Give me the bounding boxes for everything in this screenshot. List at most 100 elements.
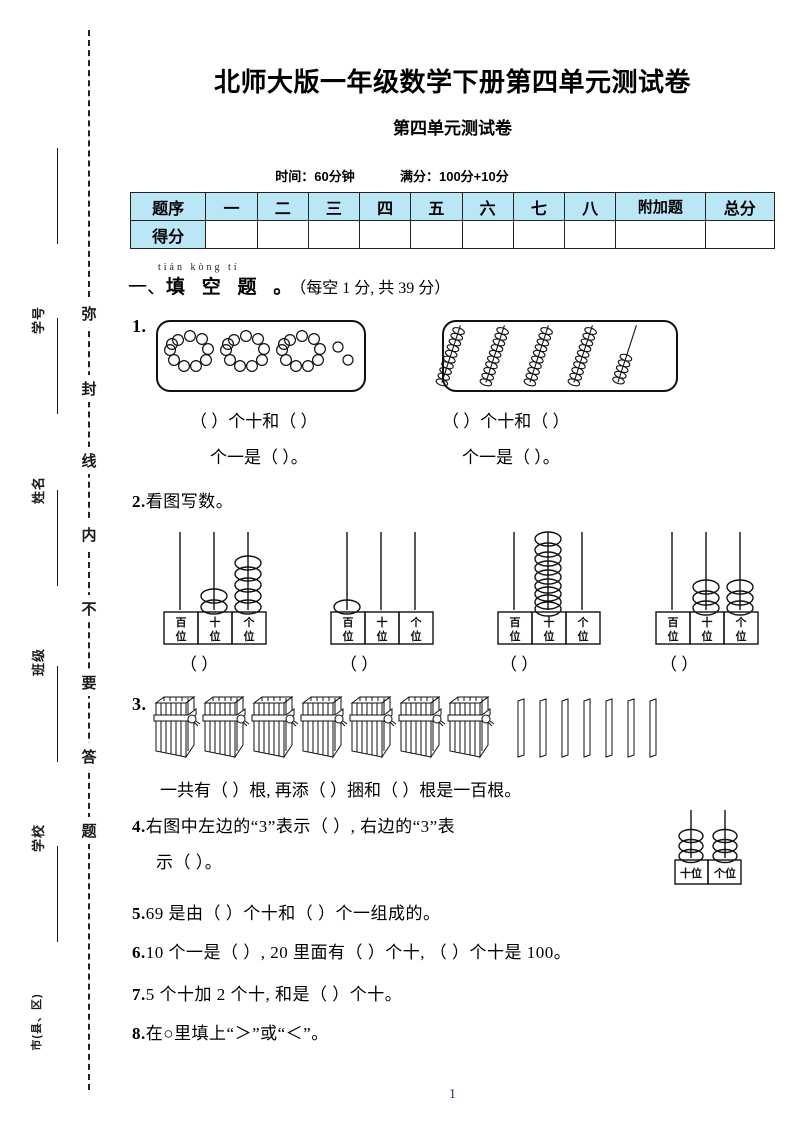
score-col-3: 三	[307, 192, 361, 221]
question-4-number: 4.	[132, 817, 146, 836]
svg-text:百: 百	[668, 616, 679, 629]
question-4-line2[interactable]: 示（ ）。	[156, 853, 223, 872]
score-col-4: 四	[359, 192, 412, 221]
question-2-blank-4[interactable]: （ ）	[660, 655, 699, 674]
worksheet-body: 北师大版一年级数学下册第四单元测试卷 第四单元测试卷 时间：60分钟 满分：10…	[112, 0, 793, 1121]
abacus-3: 百位 十位 个位	[494, 528, 604, 646]
svg-text:位: 位	[244, 629, 255, 643]
score-table-header-row: 题序 一 二 三 四 五 六 七 八 附加题 总分	[129, 192, 776, 221]
sidebar-rule-5	[57, 846, 58, 942]
score-col-7: 七	[512, 192, 565, 221]
svg-text:位: 位	[668, 629, 679, 643]
question-1-right-blank-line1[interactable]: （ ）个十和（ ）	[442, 412, 570, 431]
question-5[interactable]: 5.69 是由（ ）个十和（ ）个一组成的。	[132, 899, 441, 924]
score-table-row-header-points: 得分	[129, 220, 207, 249]
score-cell-1[interactable]	[205, 220, 258, 249]
page-number: 1	[449, 1087, 456, 1102]
seal-dashed-line	[88, 30, 90, 1090]
sidebar-label-class: 班级	[31, 648, 46, 677]
score-col-2: 二	[256, 192, 309, 221]
abacus-icon: 十位 个位	[674, 810, 742, 885]
score-col-6: 六	[461, 192, 514, 221]
svg-text:百: 百	[343, 616, 354, 629]
section-heading: 一、填 空 题 。（每空 1 分, 共 39 分）	[128, 272, 450, 299]
question-2-blank-3[interactable]: （ ）	[500, 655, 539, 674]
svg-text:位: 位	[510, 629, 521, 643]
score-cell-bonus[interactable]	[615, 220, 706, 249]
question-8-text-before: 在	[145, 1024, 164, 1043]
abacus-4: 百位 十位 个位	[652, 528, 762, 646]
seal-sidebar: 学号 姓名 班级 学校 市(县、区) 弥 封 线 内 不 要 答 题	[0, 0, 112, 1121]
circle-blank-icon[interactable]: ○	[163, 1024, 175, 1043]
seal-char-7: 答	[80, 743, 98, 770]
bead-rings-icon	[163, 330, 354, 372]
svg-text:位: 位	[377, 629, 388, 643]
question-1-number: 1.	[132, 316, 147, 336]
svg-text:十: 十	[377, 615, 388, 629]
sidebar-label-student-id: 学号	[31, 306, 46, 335]
abacus-1: 百位 十位 个位	[160, 528, 270, 646]
score-cell-3[interactable]	[307, 220, 361, 249]
question-2-number: 2.	[132, 492, 146, 511]
stick-bundles-icon	[153, 696, 657, 758]
score-table-row-header-index: 题序	[129, 192, 207, 221]
question-2-blank-1[interactable]: （ ）	[180, 655, 219, 674]
question-3-number: 3.	[132, 694, 147, 714]
score-col-bonus: 附加题	[615, 192, 706, 221]
section-index: 一、	[128, 277, 167, 298]
score-cell-4[interactable]	[359, 220, 412, 249]
seal-char-3: 线	[80, 447, 98, 474]
svg-text:个位: 个位	[713, 866, 736, 880]
section-points: （每空 1 分, 共 39 分）	[298, 280, 451, 297]
score-cell-6[interactable]	[461, 220, 514, 249]
question-2-blank-2[interactable]: （ ）	[340, 655, 379, 674]
question-1-left-figure	[156, 320, 366, 392]
abacus-icon: 百位 十位 个位	[163, 532, 267, 645]
seal-char-4: 内	[80, 521, 98, 548]
question-6[interactable]: 6.10 个一是（ ）, 20 里面有（ ）个十, （ ）个十是 100。	[132, 938, 571, 963]
sidebar-rule-4	[57, 666, 58, 762]
question-1-right-blank-line2[interactable]: 个一是（ ）。	[462, 448, 560, 467]
svg-text:个: 个	[577, 615, 590, 629]
sidebar-label-school: 学校	[31, 824, 46, 853]
score-cell-5[interactable]	[410, 220, 463, 249]
svg-text:位: 位	[411, 629, 422, 643]
question-1-left-blank-line2[interactable]: 个一是（ ）。	[210, 448, 308, 467]
question-8[interactable]: 8.在○里填上“＞”或“＜”。	[132, 1019, 329, 1044]
score-cell-total[interactable]	[704, 220, 776, 249]
sidebar-rule-2	[57, 318, 58, 414]
question-3-text[interactable]: 一共有（ ）根, 再添（ ）捆和（ ）根是一百根。	[160, 781, 522, 800]
exam-meta: 时间：60分钟 满分：100分+10分	[112, 166, 672, 185]
question-4-line1[interactable]: 4.右图中左边的“3”表示（ ）, 右边的“3”表	[132, 812, 455, 837]
abacus-2: 百位 十位 个位	[327, 528, 437, 646]
sidebar-rule-3	[57, 490, 58, 586]
question-5-number: 5.	[132, 904, 146, 923]
svg-text:个: 个	[735, 615, 748, 629]
svg-text:十: 十	[702, 615, 713, 629]
question-8-text-after: 里填上“＞”或“＜”。	[174, 1024, 329, 1043]
question-7[interactable]: 7.5 个十加 2 个十, 和是（ ）个十。	[132, 980, 402, 1005]
question-4-mini-abacus: 十位 个位	[669, 808, 749, 890]
sidebar-label-city: 市(县、区)	[31, 993, 43, 1051]
score-cell-7[interactable]	[512, 220, 565, 249]
question-7-text: 5 个十加 2 个十, 和是（ ）个十。	[145, 985, 403, 1004]
abacus-icon: 百位 十位 个位	[497, 531, 601, 645]
score-cell-8[interactable]	[563, 220, 617, 249]
question-6-text: 10 个一是（ ）, 20 里面有（ ）个十, （ ）个十是 100。	[145, 943, 572, 962]
question-1-left-blank-line1[interactable]: （ ）个十和（ ）	[190, 412, 318, 431]
sidebar-label-name: 姓名	[31, 476, 46, 505]
section-pinyin: tián kòng tí	[158, 262, 240, 273]
svg-text:位: 位	[343, 629, 354, 643]
section-name: 填 空 题 。	[166, 277, 299, 298]
question-8-number: 8.	[132, 1024, 146, 1043]
svg-text:十: 十	[544, 615, 555, 629]
full-score-label: 满分：100分+10分	[399, 169, 509, 184]
score-cell-2[interactable]	[256, 220, 309, 249]
score-col-1: 一	[205, 192, 258, 221]
sidebar-rule-1	[57, 148, 58, 244]
question-2-text: 看图写数。	[145, 492, 234, 511]
seal-char-5: 不	[80, 595, 98, 622]
question-2: 2.看图写数。	[132, 487, 233, 512]
seal-char-8: 题	[80, 817, 98, 844]
svg-text:位: 位	[702, 629, 713, 643]
